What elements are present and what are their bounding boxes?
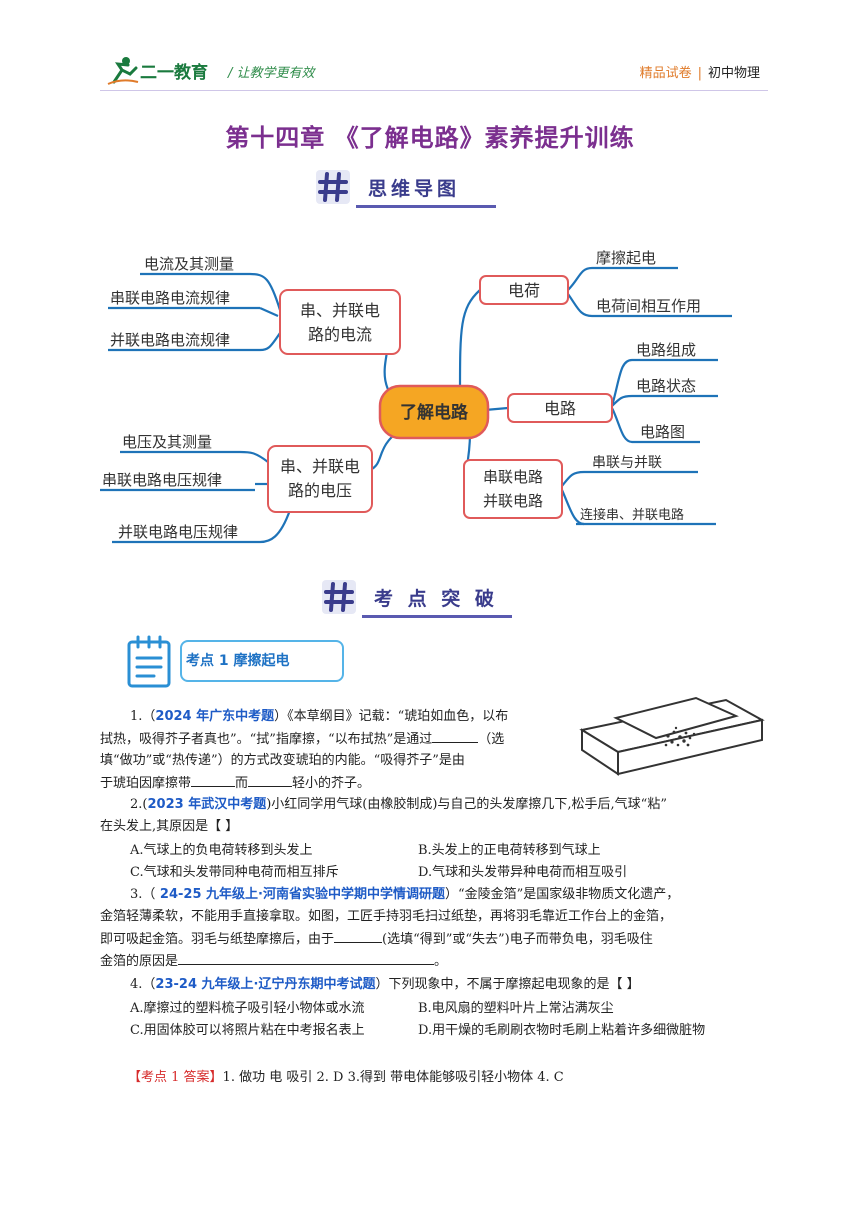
tag-premium: 精品试卷 xyxy=(639,66,692,81)
q2-option-b: B.头发上的正电荷转移到气球上 xyxy=(418,843,601,858)
q4-text1: ）下列现象中，不属于摩擦起电现象的是【 】 xyxy=(375,977,640,992)
mind-series-line2: 并联电路 xyxy=(483,492,543,510)
q1-num: 1.（ xyxy=(130,709,156,724)
mind-current-line1: 串、并联电 xyxy=(300,301,380,320)
kaodian-label: 考点 1 摩擦起电 xyxy=(186,653,290,669)
page-header: 二一教育 / 让教学更有效 精品试卷 | 初中物理 xyxy=(100,52,768,92)
slogan: / 让教学更有效 xyxy=(228,66,315,81)
section-underline xyxy=(356,205,496,208)
question-1-line3: 填“做功”或“热传递”）的方式改变琥珀的内能。“吸得芥子”是由 xyxy=(100,753,465,768)
q3-text3b: (选填“得到”或“失去”)电子而带负电，羽毛吸住 xyxy=(382,932,653,947)
header-divider xyxy=(100,90,768,91)
q3-text1: ）“金陵金箔”是国家级非物质文化遗产， xyxy=(444,887,680,902)
q4-num: 4.（ xyxy=(130,977,156,992)
mind-map: 了解电路 串、并联电 路的电流 串、并联电 路的电压 电荷 电路 串联电路 并联… xyxy=(100,249,732,544)
mind-leaf-circuit-1: 电路状态 xyxy=(636,377,696,395)
q1-source: 2024 年广东中考题 xyxy=(155,709,275,724)
mind-leaf-series-1: 连接串、并联电路 xyxy=(580,507,684,523)
gold-foil-illustration xyxy=(579,696,765,776)
answer-line: 【考点 1 答案】1. 做功 电 吸引 2. D 3.得到 带电体能够吸引轻小物… xyxy=(128,1066,564,1085)
section-kaodian-title: 考 点 突 破 xyxy=(374,588,498,610)
runner-logo-icon xyxy=(107,57,139,85)
mind-circuit: 电路 xyxy=(544,399,576,418)
question-3-line4: 金箔的原因是 。 xyxy=(100,950,447,973)
mind-voltage-line1: 串、并联电 xyxy=(280,457,360,476)
q1-text4c: 轻小的芥子。 xyxy=(292,776,371,791)
q4-source: 23-24 九年级上·辽宁丹东期中考试题 xyxy=(155,977,376,992)
q4-option-b: B.电风扇的塑料叶片上常沾满灰尘 xyxy=(418,1001,614,1016)
answer-text: 1. 做功 电 吸引 2. D 3.得到 带电体能够吸引轻小物体 4. C xyxy=(222,1070,564,1085)
hash-icon xyxy=(322,580,356,614)
q1-text4a: 于琥珀因摩擦带 xyxy=(100,776,192,791)
mind-leaf-voltage-1: 串联电路电压规律 xyxy=(102,471,222,489)
mind-leaf-circuit-2: 电路图 xyxy=(640,423,685,441)
logo: 二一教育 xyxy=(106,56,226,86)
mind-charge: 电荷 xyxy=(508,281,540,300)
question-2-line1: 2.(2023 年武汉中考题)小红同学用气球(由橡胶制成)与自己的头发摩擦几下,… xyxy=(130,794,667,816)
q2-text1: )小红同学用气球(由橡胶制成)与自己的头发摩擦几下,松手后,气球“粘” xyxy=(266,797,667,812)
q4-option-a: A.摩擦过的塑料梳子吸引轻小物体或水流 xyxy=(130,1001,365,1016)
q2-source: 2023 年武汉中考题 xyxy=(147,797,267,812)
question-4-line1: 4.（23-24 九年级上·辽宁丹东期中考试题）下列现象中，不属于摩擦起电现象的… xyxy=(130,974,640,996)
answer-label: 【考点 1 答案】 xyxy=(128,1070,223,1085)
q1-text4b: 而 xyxy=(235,776,249,791)
q2-option-c: C.气球和头发带同种电荷而相互排斥 xyxy=(130,865,339,880)
mind-leaf-circuit-0: 电路组成 xyxy=(636,341,696,359)
tag-separator: | xyxy=(697,66,702,81)
mind-current-line2: 路的电流 xyxy=(308,325,372,344)
tag-subject: 初中物理 xyxy=(707,66,760,81)
logo-text: 二一教育 xyxy=(140,63,208,83)
mind-leaf-current-0: 电流及其测量 xyxy=(144,255,234,273)
q1-blank-2[interactable] xyxy=(191,772,236,787)
q3-text4b: 。 xyxy=(434,954,448,969)
q3-source: 24-25 九年级上·河南省实验中学期中学情调研题 xyxy=(155,887,445,902)
mind-leaf-charge-0: 摩擦起电 xyxy=(596,249,656,267)
hash-icon xyxy=(316,170,350,204)
q3-text3a: 即可吸起金箔。羽毛与纸垫摩擦后，由于 xyxy=(100,932,335,947)
question-3-line3: 即可吸起金箔。羽毛与纸垫摩擦后，由于 (选填“得到”或“失去”)电子而带负电，羽毛… xyxy=(100,928,653,951)
q1-text2a: 拭热，吸得芥子者真也”。“拭”指摩擦，“以布拭热”是通过 xyxy=(100,732,433,747)
q1-blank-3[interactable] xyxy=(248,772,293,787)
q3-blank-2[interactable] xyxy=(178,950,435,965)
q3-num: 3.（ xyxy=(130,887,156,902)
section-mindmap-title: 思维导图 xyxy=(368,178,461,200)
q3-blank-1[interactable] xyxy=(334,928,383,943)
page-title: 第十四章 《了解电路》素养提升训练 xyxy=(225,124,635,152)
kaodian-label-box: 考点 1 摩擦起电 xyxy=(180,640,344,682)
question-3-line1: 3.（ 24-25 九年级上·河南省实验中学期中学情调研题）“金陵金箔”是国家级… xyxy=(130,884,679,906)
section-mindmap-banner: 思维导图 xyxy=(316,168,502,208)
mind-series-line1: 串联电路 xyxy=(483,468,543,486)
calendar-icon xyxy=(127,635,171,688)
question-1-line2: 拭热，吸得芥子者真也”。“拭”指摩擦，“以布拭热”是通过 （选 xyxy=(100,728,504,751)
mind-leaf-current-2: 并联电路电流规律 xyxy=(110,331,230,349)
q4-option-d: D.用干燥的毛刷刷衣物时毛刷上粘着许多细微脏物 xyxy=(418,1023,706,1038)
question-3-line2: 金箔轻薄柔软，不能用手直接拿取。如图，工匠手持羽毛扫过纸垫，再将羽毛靠近工作台上… xyxy=(100,909,673,924)
mind-leaf-voltage-2: 并联电路电压规律 xyxy=(118,523,238,541)
question-1-line1: 1.（2024 年广东中考题）《本草纲目》记载：“琥珀如血色，以布 xyxy=(130,706,508,728)
q1-blank-1[interactable] xyxy=(432,728,479,743)
mind-center: 了解电路 xyxy=(400,402,469,423)
question-2-line2: 在头发上,其原因是【 】 xyxy=(100,819,239,834)
section-kaodian-banner: 考 点 突 破 xyxy=(322,578,518,618)
q2-num: 2.( xyxy=(130,797,148,812)
section-underline xyxy=(362,615,512,618)
header-tags: 精品试卷 | 初中物理 xyxy=(640,62,760,81)
q3-text4a: 金箔的原因是 xyxy=(100,954,179,969)
q1-text1: ）《本草纲目》记载：“琥珀如血色，以布 xyxy=(274,709,509,724)
q2-option-d: D.气球和头发带异种电荷而相互吸引 xyxy=(418,865,628,880)
mind-leaf-current-1: 串联电路电流规律 xyxy=(110,289,230,307)
mind-voltage-line2: 路的电压 xyxy=(288,481,352,500)
mind-leaf-voltage-0: 电压及其测量 xyxy=(122,433,212,451)
kaodian-heading: 考点 1 摩擦起电 xyxy=(126,634,356,692)
mind-leaf-charge-1: 电荷间相互作用 xyxy=(596,297,701,315)
q2-option-a: A.气球上的负电荷转移到头发上 xyxy=(130,843,313,858)
q1-text2b: （选 xyxy=(478,732,505,747)
mind-leaf-series-0: 串联与并联 xyxy=(592,455,662,471)
question-1-line4: 于琥珀因摩擦带 而 轻小的芥子。 xyxy=(100,772,370,795)
q4-option-c: C.用固体胶可以将照片粘在中考报名表上 xyxy=(130,1023,365,1038)
